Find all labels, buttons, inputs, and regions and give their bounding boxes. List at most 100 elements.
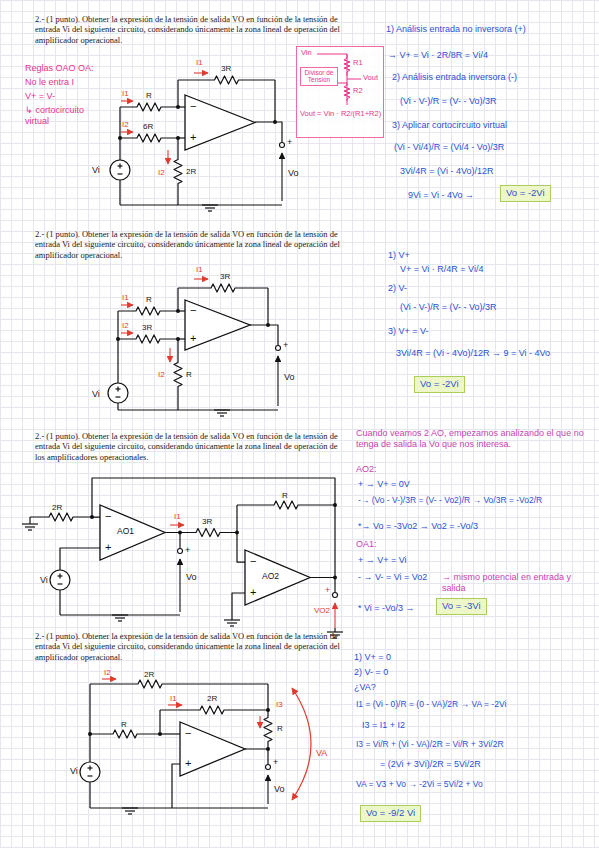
wire <box>60 614 180 615</box>
wire <box>177 80 178 107</box>
equation-note: + → V+ = Vi <box>358 555 407 566</box>
ground-symbol <box>128 813 132 814</box>
opamp-outline <box>185 300 250 350</box>
component-label: Vi <box>92 389 100 400</box>
wire <box>177 288 178 311</box>
pin-sign: AO1 <box>117 527 134 536</box>
pin-sign: − <box>105 511 111 522</box>
source-polarity <box>116 396 121 397</box>
resistor-symbol <box>90 680 268 688</box>
current-arrow <box>121 332 133 333</box>
current-arrow <box>194 72 208 73</box>
equation-note: (Vi - V-)/R = (V- - Vo)/3R <box>400 96 497 107</box>
rule-note: No le entra I <box>25 77 74 88</box>
resistor-symbol <box>160 706 268 714</box>
resistor-symbol <box>174 339 182 410</box>
wire <box>119 180 120 205</box>
opamp-symbol: −+ <box>185 95 255 150</box>
component-label: Vi <box>70 766 78 777</box>
current-label: I2 <box>158 370 165 380</box>
result-box: Vo = -2Vi <box>414 376 465 393</box>
current-arrow <box>121 304 133 305</box>
opamp-outline <box>180 722 245 776</box>
source-polarity <box>88 775 93 776</box>
resistor-symbol <box>118 307 178 315</box>
divider-label-box: Divisor de Tensión <box>300 67 338 86</box>
junction-dot <box>88 732 92 736</box>
source-polarity <box>117 387 118 392</box>
component-label: Vo <box>186 572 197 583</box>
voltage-source <box>50 570 70 590</box>
component-label: + <box>283 340 288 351</box>
resistor-symbol <box>118 335 178 343</box>
voltage-arrow <box>267 775 268 804</box>
current-label: I2 <box>158 168 165 178</box>
pin-sign: − <box>185 728 191 739</box>
current-arrow <box>121 100 133 101</box>
current-arrow <box>194 278 208 279</box>
equation-note: - → V- = Vi = Vo2 <box>358 572 427 583</box>
problem-statement: 2.- (1 punto). Obtener la expresión de l… <box>35 14 347 45</box>
current-label: I2 <box>104 668 111 678</box>
equation-note: * Vi = -Vo/3 → <box>358 603 415 614</box>
resistor-symbol <box>237 501 335 509</box>
component-label: 2R <box>52 503 62 513</box>
junction-dot <box>176 105 180 109</box>
circuit-wire <box>165 529 245 563</box>
opamp-symbol: −+ <box>180 722 245 776</box>
equation-note: + → V+ = 0V <box>358 479 410 490</box>
ground-symbol <box>205 207 215 208</box>
pin-sign: + <box>105 542 111 553</box>
junction-dot <box>266 747 270 751</box>
resistor-symbol <box>344 83 350 101</box>
problem-statement: 2.- (1 punto). Obtener la expresión de l… <box>35 229 347 260</box>
node-text: Vo = -2Vi <box>506 188 545 199</box>
component-label: 6R <box>143 122 153 132</box>
component-label: R <box>146 295 152 305</box>
wire <box>29 517 30 524</box>
component-label: R <box>121 720 127 730</box>
opamp-symbol: −+ <box>185 300 250 350</box>
ground-symbol <box>230 625 234 626</box>
wire <box>117 403 118 410</box>
wire <box>59 590 60 615</box>
equation-note: (Vi - V-)/R = (V- - Vo)/3R <box>400 302 497 313</box>
current-label: I1 <box>170 694 177 704</box>
junction-dot <box>118 136 122 140</box>
current-label: I3 <box>276 700 283 710</box>
wire <box>267 288 268 325</box>
ground-symbol <box>112 614 128 615</box>
ground-symbol <box>115 617 125 618</box>
wire <box>274 80 275 122</box>
rule-note: Reglas OAO OA: <box>25 63 94 74</box>
divider-wire <box>338 83 347 84</box>
voltage-arrow <box>281 153 282 201</box>
node-text: Vout = Vin · R2/(R1+R2) <box>300 110 382 119</box>
hint-note: Cuando veamos 2 AO, empezamos analizando… <box>356 428 592 450</box>
wire <box>90 807 268 808</box>
node-text: Divisor de Tensión <box>302 69 336 84</box>
current-arrow <box>102 678 116 679</box>
current-label: I1 <box>196 58 203 68</box>
circuit-wire <box>92 478 335 578</box>
equation-note: VA = V3 + Vo → -2Vi = 5Vi/2 + Vo <box>356 779 592 789</box>
wire <box>120 204 282 205</box>
wire <box>267 684 268 710</box>
equation-note: → V+ = Vi · 2R/8R = Vi/4 <box>388 50 488 61</box>
resistor-symbol <box>90 730 160 738</box>
current-label: I1 <box>196 265 203 275</box>
component-label: R <box>277 724 283 734</box>
equation-note: I3 = Vi/R + (Vi - VA)/2R = Vi/R + 3Vi/2R <box>356 739 592 749</box>
output-terminal <box>280 143 285 148</box>
opamp-outline <box>245 550 310 605</box>
problem-statement: 2.- (1 punto). Obtener la expresión de l… <box>35 431 347 462</box>
wire <box>159 710 160 734</box>
voltage-arrow <box>277 356 278 406</box>
resistor-symbol <box>30 513 92 521</box>
equation-note: 2) Análisis entrada inversora (-) <box>392 72 517 83</box>
pin-sign: + <box>190 132 196 143</box>
hint-note: OA1: <box>356 539 377 550</box>
wire <box>117 311 118 383</box>
resistor-symbol <box>174 138 182 205</box>
pin-sign: − <box>250 556 256 567</box>
